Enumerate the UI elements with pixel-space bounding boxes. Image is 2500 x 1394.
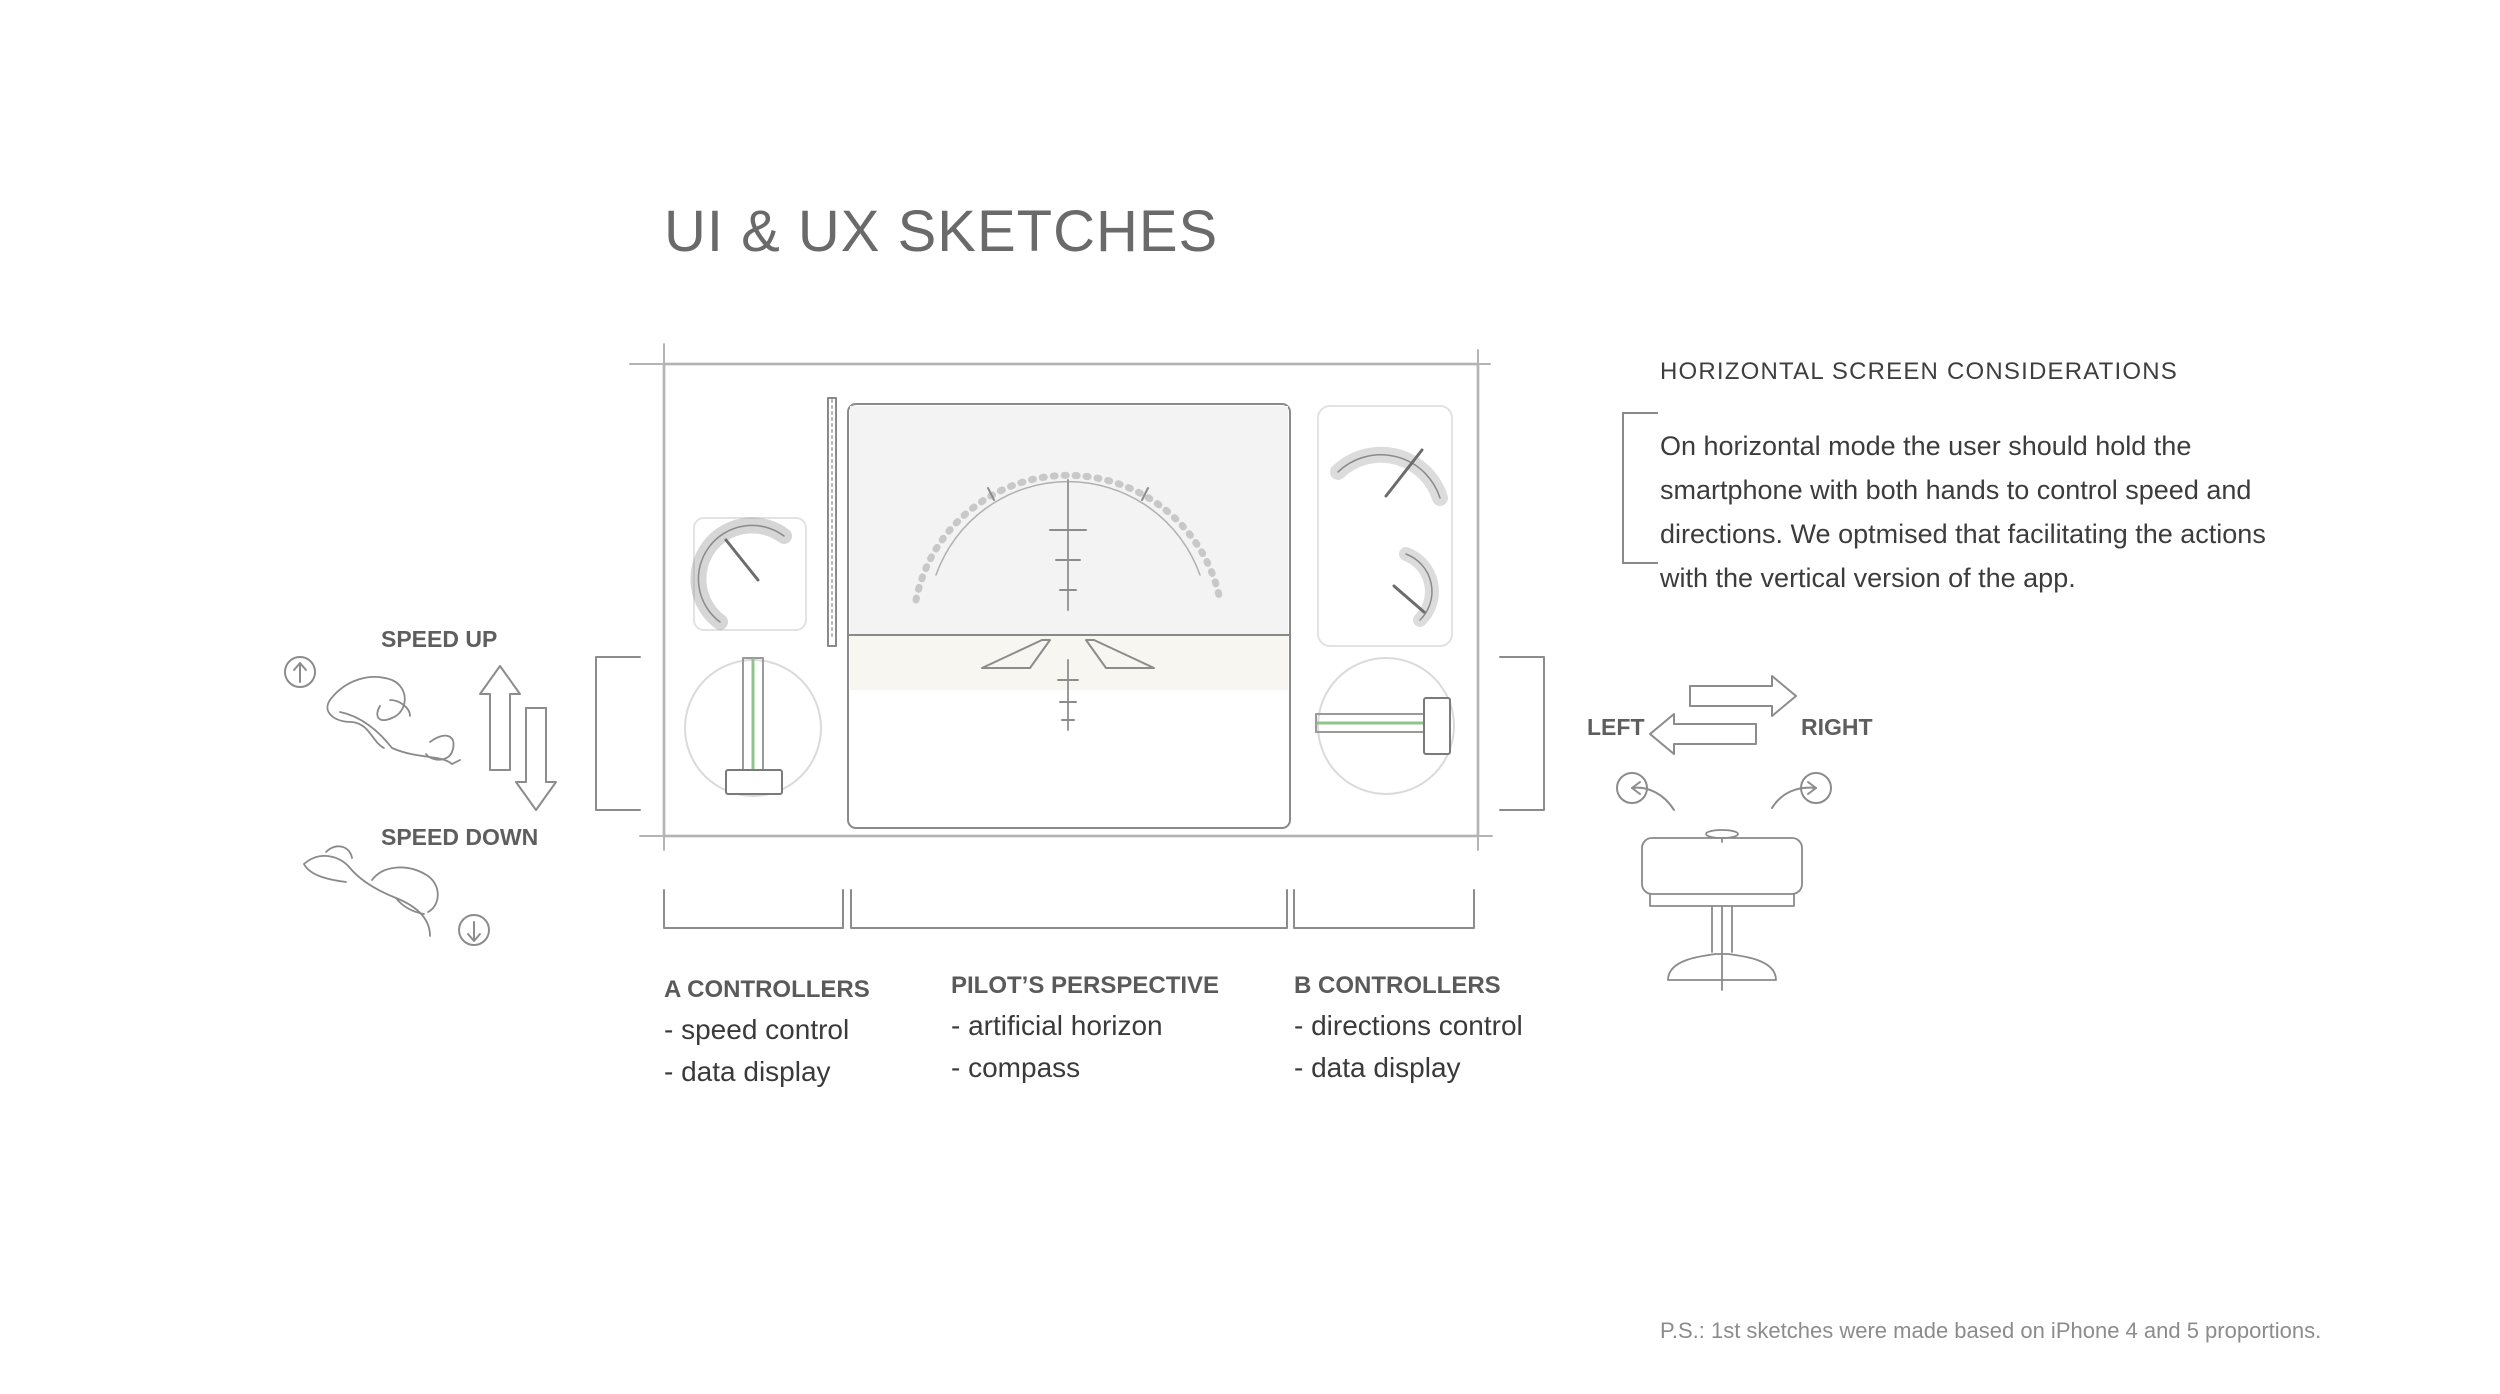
caption-line: - data display <box>1294 1052 1461 1083</box>
caption-a-controllers: A CONTROLLERS - speed control - data dis… <box>664 976 870 1088</box>
gauge-icon <box>690 517 807 631</box>
arrow-left-icon <box>1616 713 1757 811</box>
caption-heading: PILOT’S PERSPECTIVE <box>951 972 1220 999</box>
page-title: UI & UX SKETCHES <box>664 199 1219 264</box>
speed-slider <box>684 657 822 797</box>
section-brackets <box>663 889 1475 929</box>
speed-up-label: SPEED UP <box>381 626 498 652</box>
caption-heading: A CONTROLLERS <box>664 976 870 1003</box>
phone-frame <box>629 343 1493 851</box>
arrow-down-icon <box>458 707 557 946</box>
arrow-up-icon <box>284 656 521 771</box>
caption-line: - speed control <box>664 1014 850 1045</box>
caption-line: - artificial horizon <box>951 1010 1163 1041</box>
arrow-right-icon <box>1689 675 1832 809</box>
hand-icon <box>303 845 439 937</box>
left-label: LEFT <box>1587 714 1645 740</box>
right-label: RIGHT <box>1801 714 1873 740</box>
plane-icon <box>1641 829 1803 991</box>
caption-line: - data display <box>664 1056 831 1087</box>
caption-pilot-perspective: PILOT’S PERSPECTIVE - artificial horizon… <box>951 972 1219 1084</box>
considerations-title: HORIZONTAL SCREEN CONSIDERATIONS <box>1660 358 2179 385</box>
caption-heading: B CONTROLLERS <box>1294 972 1501 999</box>
horizon-icon <box>847 403 1291 829</box>
hand-icon <box>326 676 461 765</box>
caption-line: - directions control <box>1294 1010 1523 1041</box>
caption-b-controllers: B CONTROLLERS - directions control - dat… <box>1294 972 1523 1084</box>
considerations-bracket <box>1622 412 1658 564</box>
speed-scale-bar <box>827 397 837 647</box>
footnote: P.S.: 1st sketches were made based on iP… <box>1660 1318 2322 1343</box>
speed-down-label: SPEED DOWN <box>381 824 539 850</box>
bracket-icon <box>595 656 1545 811</box>
direction-slider <box>1315 657 1455 795</box>
considerations-body: On horizontal mode the user should hold … <box>1660 431 2266 593</box>
caption-line: - compass <box>951 1052 1081 1083</box>
gauge-icon <box>1317 405 1453 647</box>
